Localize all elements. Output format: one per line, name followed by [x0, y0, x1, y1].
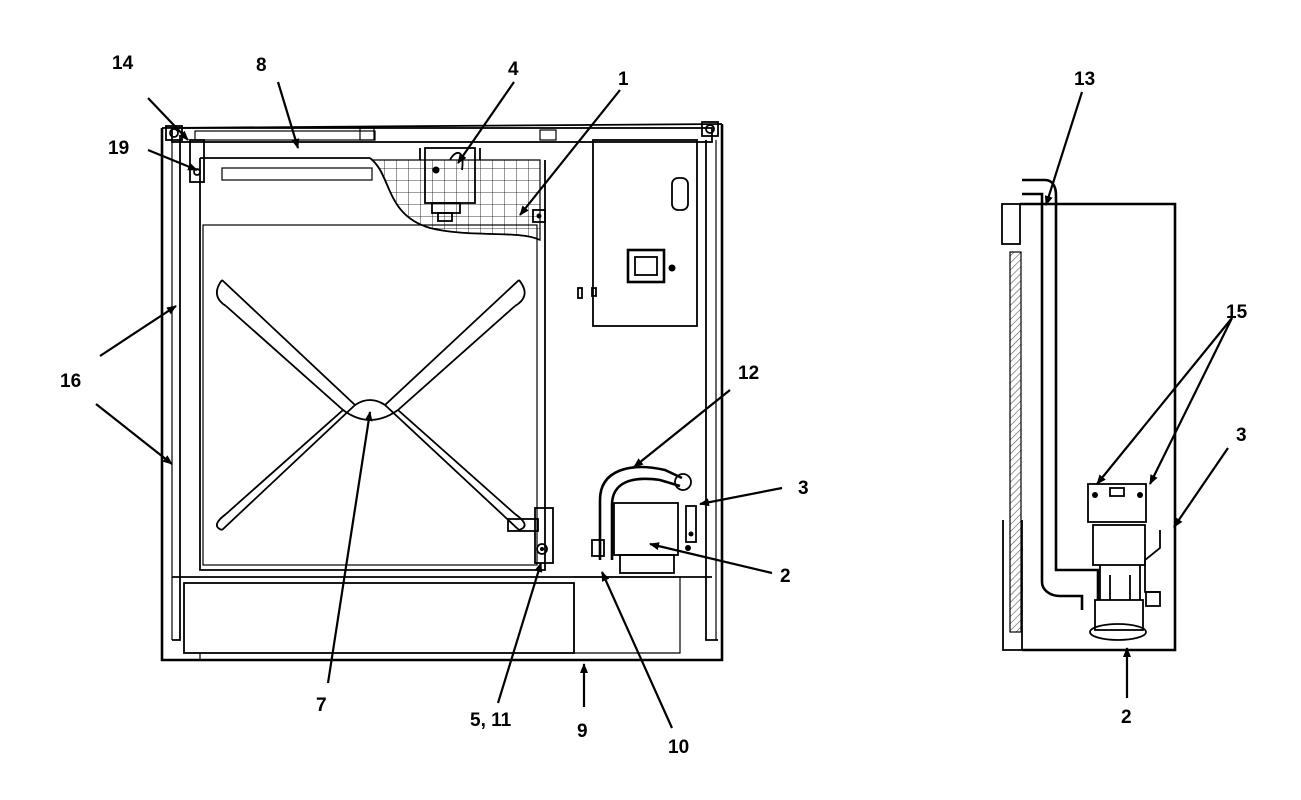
- callout-15: 15: [1226, 302, 1248, 323]
- callout-2-side: 2: [1121, 707, 1132, 728]
- thermostat-bracket: [419, 147, 481, 222]
- callout-2-front: 2: [780, 566, 791, 587]
- callout-3-side: 3: [1236, 425, 1247, 446]
- callout-16: 16: [60, 371, 81, 392]
- pump-assembly: [591, 465, 697, 574]
- callout-19: 19: [108, 138, 129, 159]
- side-bracket: [1144, 530, 1161, 607]
- callout-14: 14: [112, 53, 134, 74]
- callout-8: 8: [256, 55, 267, 76]
- leader-lines: [95, 81, 1233, 729]
- corner-brackets: [165, 121, 719, 183]
- callout-12: 12: [738, 363, 759, 384]
- callout-4: 4: [508, 59, 519, 80]
- top-rail: [194, 127, 557, 141]
- front-view: [160, 121, 724, 662]
- callout-5-11: 5, 11: [470, 710, 512, 731]
- outer-frame: [160, 123, 724, 662]
- callout-3-front: 3: [798, 478, 809, 499]
- callout-1: 1: [618, 69, 629, 90]
- callout-7: 7: [316, 695, 327, 716]
- heater-grid: [370, 159, 546, 241]
- side-view: [1001, 178, 1177, 652]
- x-brace: [216, 279, 526, 531]
- pump-bracket: [1087, 483, 1147, 641]
- callout-labels: 14 8 4 1 19 16 12 3 2 7 5, 11 9 10 13 15…: [60, 53, 1248, 758]
- base-plate: [172, 576, 712, 660]
- door-hinge: [507, 507, 554, 564]
- callout-9: 9: [577, 721, 588, 742]
- callout-10: 10: [668, 737, 689, 758]
- drain-hose: [1022, 178, 1100, 610]
- callout-13: 13: [1074, 69, 1095, 90]
- control-box: [577, 139, 698, 327]
